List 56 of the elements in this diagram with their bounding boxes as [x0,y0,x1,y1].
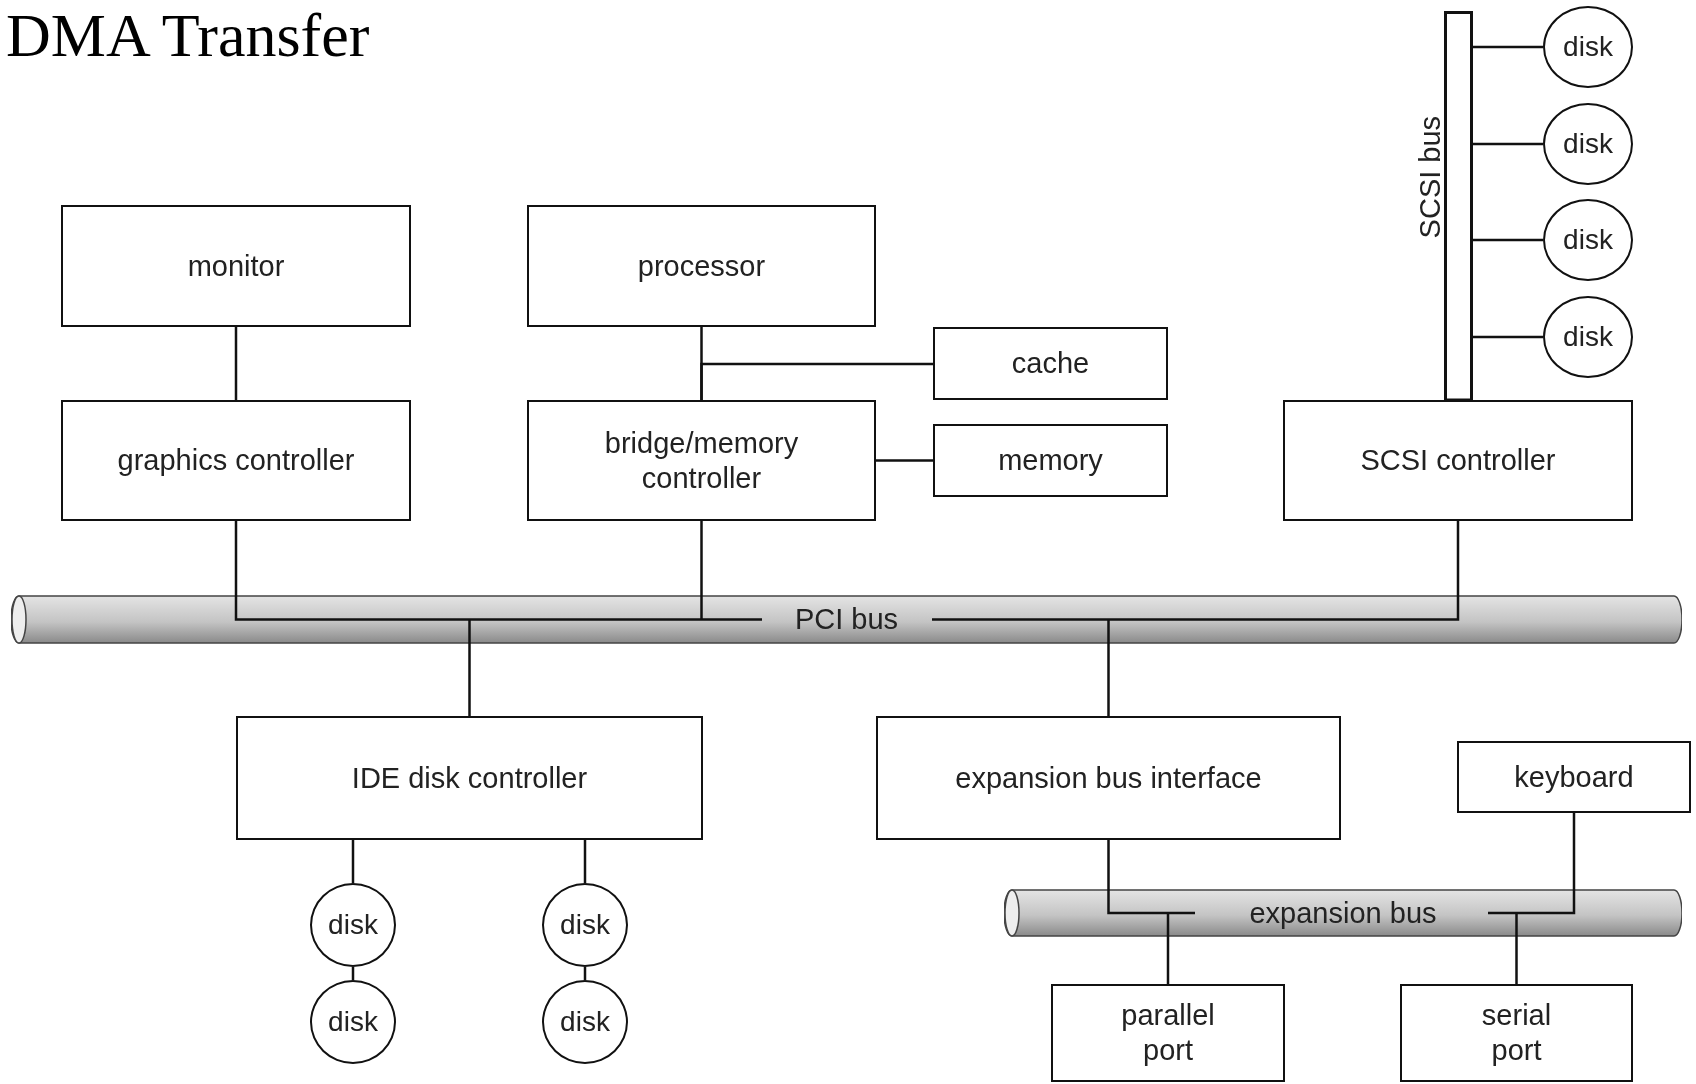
component-label: serial port [1480,998,1553,1068]
connector-line [234,521,762,621]
connector-line [1473,238,1543,242]
connector-line [1473,335,1543,339]
connector-line [583,967,587,980]
connector-line [351,840,355,883]
connector-line [1515,913,1518,984]
connector-line [1488,813,1576,915]
title: DMA Transfer [6,0,370,71]
component-label: disk [1563,127,1613,161]
connector-line [583,840,587,883]
component-box [1400,984,1633,1082]
component-label: processor [637,248,766,284]
connector-line [1473,142,1543,146]
component-label: monitor [187,248,285,284]
component-box [1457,741,1691,813]
component-box [527,205,876,327]
component-label: keyboard [1514,759,1634,795]
component-label: disk [560,908,610,942]
bus-label: expansion bus [1249,895,1437,931]
connector-line [932,521,1460,621]
component-box [527,400,876,521]
connector-line [876,459,933,462]
component-label: cache [1011,346,1090,381]
component-label: SCSI controller [1360,443,1556,478]
bus-label: PCI bus [794,602,899,637]
connector-line [351,967,355,980]
connector-line [468,619,471,716]
connector-line [1107,840,1195,915]
component-label: disk [1563,30,1613,64]
component-box [876,716,1341,840]
component-box [236,716,703,840]
component-box [933,424,1168,497]
connector-line [700,521,703,620]
component-label: parallel port [1120,998,1216,1068]
component-label: disk [560,1005,610,1039]
component-label: expansion bus interface [955,760,1262,796]
bus-label: SCSI bus [1412,118,1447,239]
component-box [1283,400,1633,521]
connector-line [234,327,238,400]
component-label: disk [328,1005,378,1039]
connector-line [1473,45,1543,49]
component-label: disk [1563,320,1613,354]
component-label: disk [1563,223,1613,257]
component-box [61,205,411,327]
component-label: IDE disk controller [351,760,588,796]
component-label: graphics controller [117,443,355,478]
connector-line [1166,913,1170,984]
component-box [933,327,1168,400]
component-box [61,400,411,521]
component-label: memory [998,443,1103,478]
component-label: bridge/memory controller [603,425,800,496]
connector-line [700,362,933,400]
connector-line [1107,619,1110,716]
component-label: disk [328,908,378,942]
component-box [1051,984,1285,1082]
